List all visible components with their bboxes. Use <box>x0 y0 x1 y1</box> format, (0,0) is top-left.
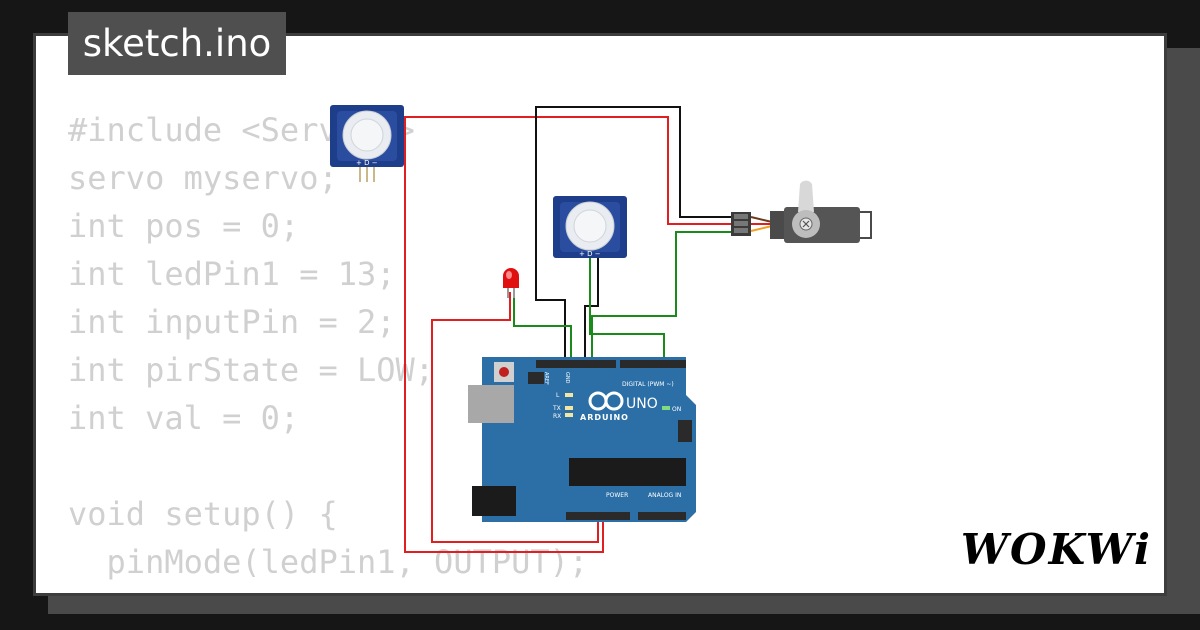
wire-green-pir2-out <box>589 258 665 362</box>
microcontroller-chip <box>569 458 686 486</box>
board-on-label: ON <box>672 406 681 413</box>
code-line: pinMode(inputPin, INPUT); <box>68 586 589 593</box>
code-line: int inputPin = 2; <box>68 303 396 341</box>
board-aref-label: AREF <box>543 372 549 385</box>
wires <box>404 106 732 553</box>
code-line: int val = 0; <box>68 399 300 437</box>
power-jack <box>472 486 516 516</box>
wire-red-led <box>431 292 599 543</box>
code-line: int pirState = LOW; <box>68 351 435 389</box>
digital-header-right <box>620 360 686 368</box>
board-l-label: L <box>556 392 560 399</box>
code-line: servo myservo; <box>68 159 338 197</box>
red-led[interactable] <box>503 268 519 298</box>
board-brand-label: ARDUINO <box>580 413 629 422</box>
wire-red-servo-vcc <box>404 116 732 553</box>
pir-sensor-1[interactable]: + D − <box>330 105 404 182</box>
board-tx-label: TX <box>552 405 561 412</box>
servo-motor[interactable] <box>731 180 872 243</box>
board-rx-label: RX <box>553 413 561 420</box>
power-header <box>566 512 630 520</box>
analog-header <box>638 512 686 520</box>
wire-green-servo-signal <box>591 231 732 362</box>
board-gnd-label: GND <box>564 372 570 384</box>
code-line: int pos = 0; <box>68 207 300 245</box>
digital-header-left <box>536 360 616 368</box>
wokwi-logo: WOKWi <box>960 525 1152 574</box>
wire-green-led <box>513 292 572 362</box>
board-analog-label: ANALOG IN <box>648 492 681 499</box>
board-power-label: POWER <box>606 492 628 499</box>
pir2-pin-labels: + D − <box>579 250 601 258</box>
usb-port <box>468 385 514 423</box>
board-model-label: UNO <box>626 396 658 412</box>
wire-black-servo-gnd <box>535 106 732 362</box>
arduino-uno-board[interactable]: UNO ARDUINO ON DIGITAL (PWM ~) POWER ANA… <box>468 357 696 522</box>
sketch-filename-tab: sketch.ino <box>68 12 286 75</box>
board-digital-label: DIGITAL (PWM ~) <box>622 381 674 388</box>
code-line: int ledPin1 = 13; <box>68 255 396 293</box>
code-line: void setup() { <box>68 495 338 533</box>
wire-black-pir2-gnd <box>584 258 599 362</box>
code-line: pinMode(ledPin1, OUTPUT); <box>68 543 589 581</box>
pir1-pin-labels: + D − <box>356 159 378 167</box>
pir-sensor-2[interactable]: + D − <box>553 196 627 258</box>
